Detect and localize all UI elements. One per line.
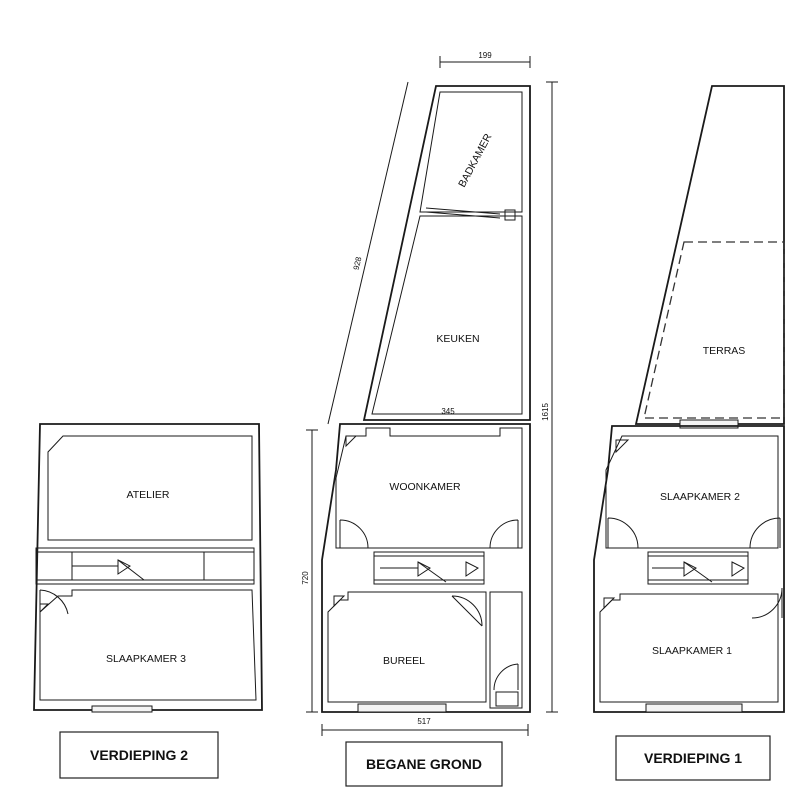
stairwell (373, 551, 485, 585)
door-icon (607, 517, 639, 549)
window (679, 419, 739, 429)
dimension-199: 199 (478, 51, 492, 60)
stair-arrow-icon (417, 561, 431, 577)
window (645, 703, 743, 713)
floor-label-verdieping-2: VERDIEPING 2 (59, 731, 219, 779)
corridor (489, 591, 523, 709)
slaapkamer-2-wall (605, 435, 779, 549)
door-icon (751, 587, 783, 619)
room-label-atelier: ATELIER (127, 489, 170, 501)
stairwell (35, 547, 255, 585)
door-icon (339, 519, 369, 549)
slaapkamer-3-wall (39, 589, 257, 701)
toilet (495, 691, 519, 707)
room-label-keuken: KEUKEN (436, 333, 479, 345)
floor-label-text: VERDIEPING 1 (644, 750, 742, 766)
woonkamer-wall (335, 427, 523, 549)
door-icon (749, 517, 781, 549)
room-label-terras: TERRAS (703, 345, 746, 357)
door-icon (451, 595, 483, 627)
dimension-928: 928 (352, 255, 364, 271)
dimension-1615: 1615 (541, 403, 550, 421)
dimension-720: 720 (301, 571, 310, 585)
room-label-badkamer: BADKAMER (456, 131, 494, 189)
stairwell (647, 551, 749, 585)
keuken-wall (371, 215, 523, 415)
dimension-345: 345 (441, 407, 455, 416)
outer-wall (33, 423, 263, 711)
slaapkamer-1-wall (599, 593, 779, 703)
verdieping-1-outer-wall (593, 425, 785, 713)
plan-verdieping-2: ATELIER SLAAPKAMER 3 (33, 423, 263, 713)
window (91, 705, 153, 713)
door-icon (39, 589, 69, 620)
window (357, 703, 447, 713)
atelier-wall (47, 435, 253, 541)
stair-arrow-icon (683, 561, 697, 577)
dimension-517: 517 (417, 717, 431, 726)
plan-verdieping-1: TERRAS SLAAPKAMER 2 SLAAPKAMER 1 (593, 85, 785, 713)
upper-outer-wall (362, 85, 531, 421)
floor-label-text: BEGANE GROND (366, 756, 482, 772)
badkamer-wall (419, 91, 523, 213)
floor-label-verdieping-1: VERDIEPING 1 (615, 735, 771, 781)
room-label-bureel: BUREEL (383, 655, 425, 667)
room-label-slaapkamer-1: SLAAPKAMER 1 (652, 645, 732, 657)
terras-outer-wall (634, 85, 785, 425)
plan-begane-grond: 199 928 1615 720 517 BADKAMER KEUKEN 345 (301, 51, 558, 736)
room-label-woonkamer: WOONKAMER (389, 481, 461, 493)
bureel-wall (327, 591, 487, 703)
terras-boundary (643, 241, 785, 419)
ground-outer-wall (321, 423, 531, 713)
door-icon (493, 663, 519, 691)
room-label-slaapkamer-2: SLAAPKAMER 2 (660, 491, 740, 503)
floor-label-begane-grond: BEGANE GROND (345, 741, 503, 787)
room-label-slaapkamer-3: SLAAPKAMER 3 (106, 653, 186, 665)
floor-label-text: VERDIEPING 2 (90, 747, 188, 763)
stair-arrow-icon (117, 559, 131, 575)
door-icon (489, 519, 519, 549)
